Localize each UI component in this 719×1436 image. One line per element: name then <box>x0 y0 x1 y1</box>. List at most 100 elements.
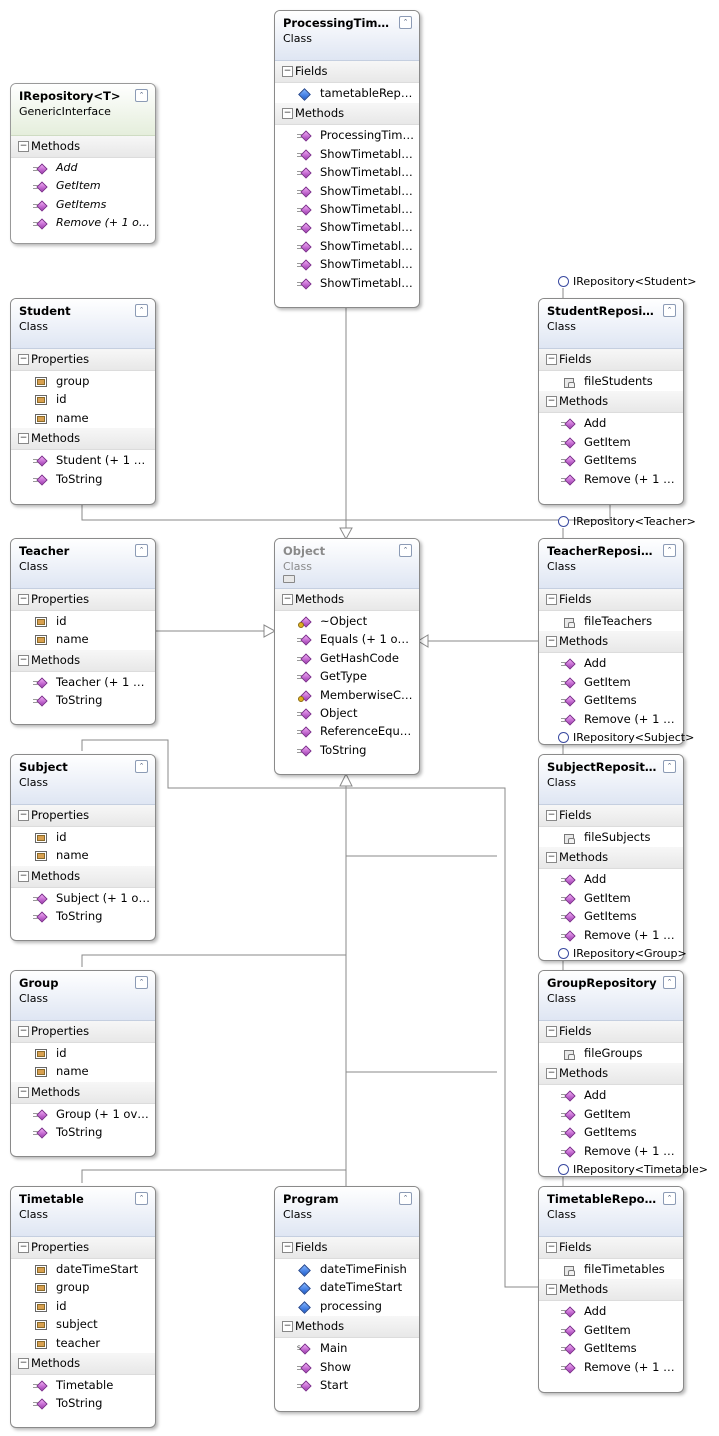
member-item[interactable]: GetItem <box>539 889 683 907</box>
member-item[interactable]: Remove (+ 1 overl... <box>11 214 155 232</box>
member-item[interactable]: Subject (+ 1 ov... <box>11 889 155 907</box>
minus-icon[interactable]: − <box>18 1086 29 1098</box>
minus-icon[interactable]: − <box>18 810 29 821</box>
section-properties[interactable]: −Properties <box>11 589 155 611</box>
member-item[interactable]: name <box>11 1062 155 1080</box>
collapse-icon[interactable]: ⌃ <box>663 1192 676 1205</box>
member-item[interactable]: MemberwiseCl... <box>275 686 419 704</box>
member-item[interactable]: GetItem <box>539 1105 683 1123</box>
minus-icon[interactable]: − <box>546 636 557 648</box>
member-item[interactable]: GetItem <box>539 433 683 451</box>
member-item[interactable]: Timetable <box>11 1376 155 1394</box>
timetable-class[interactable]: Timetable Class ⌃ −Properties dateTimeSt… <box>10 1186 156 1428</box>
section-properties[interactable]: −Properties <box>11 805 155 827</box>
member-item[interactable]: Add <box>11 159 155 177</box>
member-item[interactable]: id <box>11 1297 155 1315</box>
member-item[interactable]: GetHashCode <box>275 649 419 667</box>
member-item[interactable]: GetItems <box>539 1123 683 1141</box>
member-item[interactable]: ShowTimetable... <box>275 200 419 218</box>
section-fields[interactable]: −Fields <box>539 805 683 827</box>
member-item[interactable]: dateTimeStart <box>275 1278 419 1296</box>
section-methods[interactable]: −Methods <box>539 847 683 870</box>
member-item[interactable]: Object <box>275 704 419 722</box>
program-class[interactable]: Program Class ⌃ −Fields dateTimeFinish d… <box>274 1186 420 1412</box>
member-item[interactable]: Remove (+ 1 o... <box>539 1142 683 1160</box>
section-methods[interactable]: −Methods <box>539 1279 683 1302</box>
member-item[interactable]: name <box>11 846 155 864</box>
collapse-icon[interactable]: ⌃ <box>399 544 412 557</box>
member-item[interactable]: subject <box>11 1315 155 1333</box>
minus-icon[interactable]: − <box>282 1242 293 1253</box>
minus-icon[interactable]: − <box>18 870 29 882</box>
group-repository-class[interactable]: GroupRepository Class ⌃ −Fields fileGrou… <box>538 970 684 1177</box>
collapse-icon[interactable]: ⌃ <box>135 976 148 989</box>
member-item[interactable]: Remove (+ 1 o... <box>539 710 683 728</box>
minus-icon[interactable]: − <box>546 1068 557 1080</box>
member-item[interactable]: id <box>11 390 155 408</box>
collapse-icon[interactable]: ⌃ <box>135 304 148 317</box>
member-item[interactable]: ShowTimetable... <box>275 237 419 255</box>
minus-icon[interactable]: − <box>282 1321 293 1333</box>
collapse-icon[interactable]: ⌃ <box>663 544 676 557</box>
member-item[interactable]: Group (+ 1 ove... <box>11 1105 155 1123</box>
processing-class[interactable]: ProcessingTime... Class ⌃ −Fields tameta… <box>274 10 420 308</box>
teacher-repository-class[interactable]: TeacherReposit... Class ⌃ −Fields fileTe… <box>538 538 684 745</box>
member-item[interactable]: id <box>11 612 155 630</box>
section-properties[interactable]: −Properties <box>11 349 155 371</box>
minus-icon[interactable]: − <box>546 1242 557 1253</box>
member-item[interactable]: Add <box>539 1086 683 1104</box>
collapse-icon[interactable]: ⌃ <box>399 1192 412 1205</box>
member-item[interactable]: GetItems <box>539 1339 683 1357</box>
section-fields[interactable]: −Fields <box>275 1237 419 1259</box>
minus-icon[interactable]: − <box>18 433 29 445</box>
member-item[interactable]: ToString <box>11 1394 155 1412</box>
section-methods[interactable]: −Methods <box>11 1081 155 1104</box>
member-item[interactable]: dateTimeFinish <box>275 1260 419 1278</box>
minus-icon[interactable]: − <box>18 141 29 152</box>
member-item[interactable]: ~Object <box>275 612 419 630</box>
member-item[interactable]: tametableRepo... <box>275 84 419 102</box>
member-item[interactable]: ToString <box>11 691 155 709</box>
section-fields[interactable]: −Fields <box>539 349 683 371</box>
member-item[interactable]: Remove (+ 1 o... <box>539 926 683 944</box>
section-fields[interactable]: −Fields <box>539 1237 683 1259</box>
member-item[interactable]: id <box>11 1044 155 1062</box>
member-item[interactable]: GetItem <box>539 1321 683 1339</box>
member-item[interactable]: ProcessingTime... <box>275 126 419 144</box>
minus-icon[interactable]: − <box>546 852 557 864</box>
member-item[interactable]: Add <box>539 870 683 888</box>
minus-icon[interactable]: − <box>546 810 557 821</box>
member-item[interactable]: group <box>11 372 155 390</box>
student-class[interactable]: Student Class ⌃ −Properties group id nam… <box>10 298 156 505</box>
student-repository-class[interactable]: StudentReposit... Class ⌃ −Fields fileSt… <box>538 298 684 505</box>
section-fields[interactable]: −Fields <box>275 61 419 83</box>
member-item[interactable]: fileSubjects <box>539 828 683 846</box>
section-properties[interactable]: −Properties <box>11 1021 155 1043</box>
member-item[interactable]: Main <box>275 1339 419 1357</box>
member-item[interactable]: ToString <box>11 1123 155 1141</box>
member-item[interactable]: GetItems <box>539 907 683 925</box>
member-item[interactable]: GetItems <box>539 691 683 709</box>
subject-class[interactable]: Subject Class ⌃ −Properties id name −Met… <box>10 754 156 941</box>
minus-icon[interactable]: − <box>18 654 29 666</box>
member-item[interactable]: Add <box>539 414 683 432</box>
section-methods[interactable]: −Methods <box>11 1352 155 1375</box>
member-item[interactable]: ReferenceEquals <box>275 722 419 740</box>
collapse-icon[interactable]: ⌃ <box>399 16 412 29</box>
member-item[interactable]: fileGroups <box>539 1044 683 1062</box>
section-fields[interactable]: −Fields <box>539 1021 683 1043</box>
member-item[interactable]: group <box>11 1278 155 1296</box>
member-item[interactable]: fileStudents <box>539 372 683 390</box>
member-item[interactable]: ShowTimetable... <box>275 163 419 181</box>
member-item[interactable]: ShowTimetable... <box>275 145 419 163</box>
member-item[interactable]: name <box>11 630 155 648</box>
collapse-icon[interactable]: ⌃ <box>135 760 148 773</box>
minus-icon[interactable]: − <box>18 1242 29 1253</box>
member-item[interactable]: fileTimetables <box>539 1260 683 1278</box>
member-item[interactable]: GetItem <box>539 673 683 691</box>
teacher-class[interactable]: Teacher Class ⌃ −Properties id name −Met… <box>10 538 156 725</box>
section-methods[interactable]: −Methods <box>275 589 419 611</box>
member-item[interactable]: Equals (+ 1 ove... <box>275 630 419 648</box>
collapse-icon[interactable]: ⌃ <box>135 1192 148 1205</box>
minus-icon[interactable]: − <box>282 594 293 605</box>
